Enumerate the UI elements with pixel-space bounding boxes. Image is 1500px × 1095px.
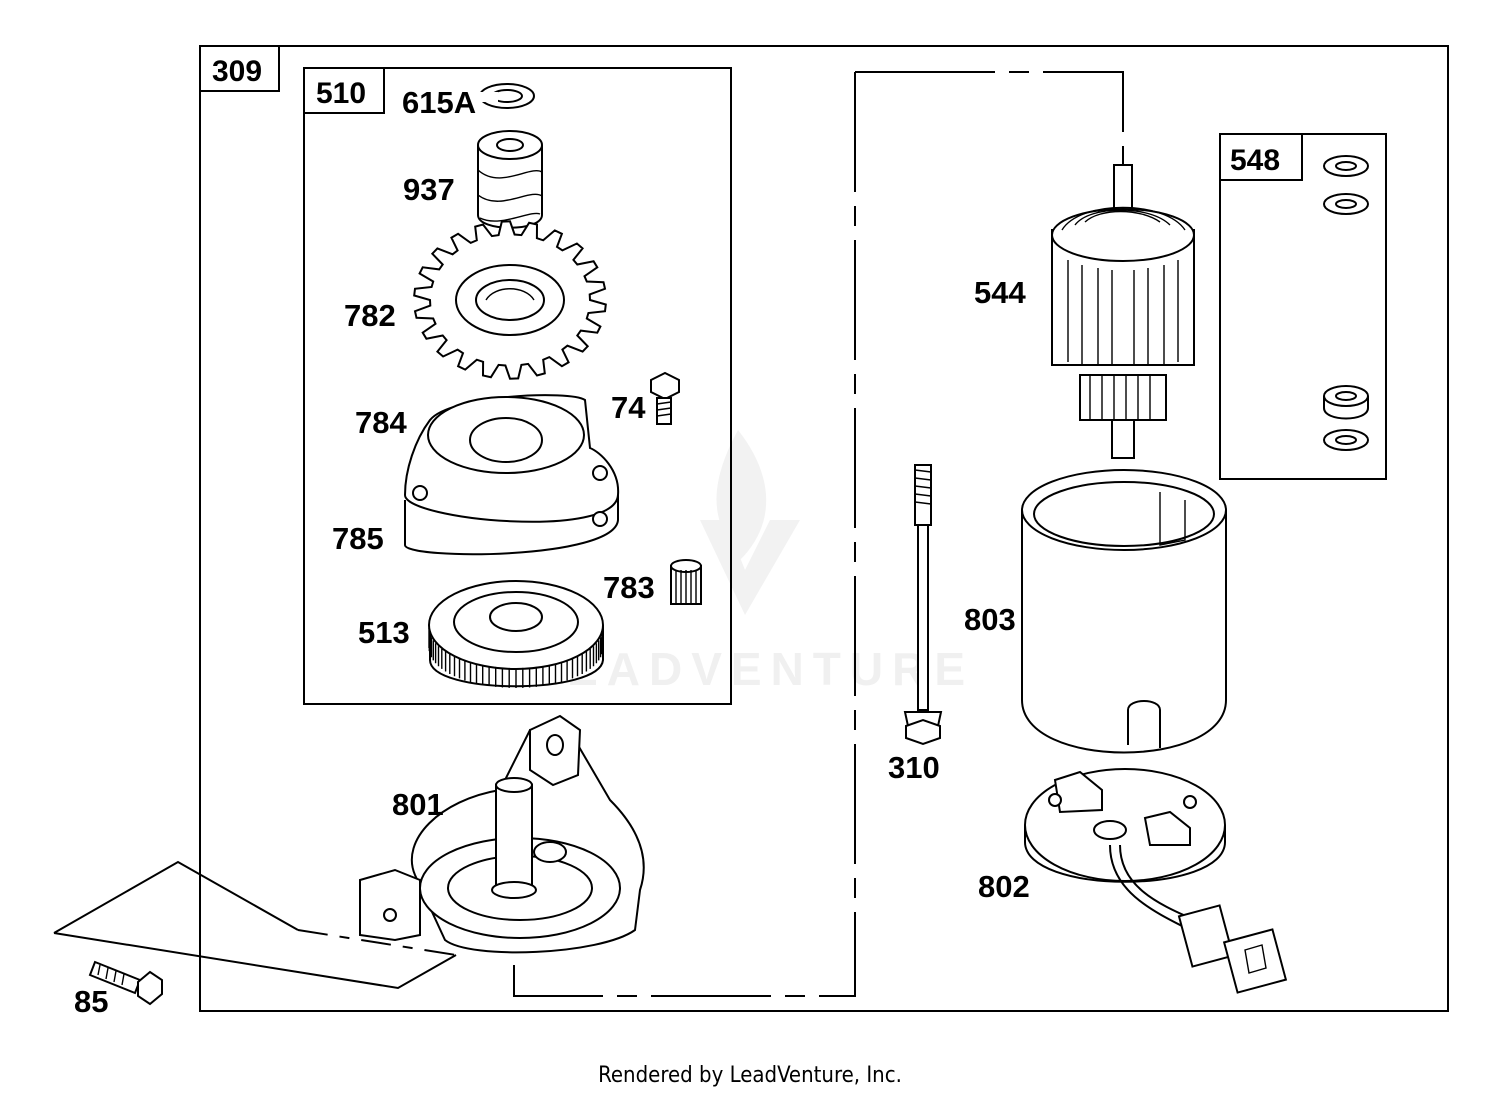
screw-part [650,371,680,425]
retaining-ring-part [478,83,535,109]
through-bolt-part [903,464,943,746]
label-513: 513 [358,615,410,650]
housing-part [403,394,620,556]
washer-kit-tag [1219,133,1303,181]
washer-set-part [1323,155,1369,451]
drive-housing-part [359,714,645,954]
watermark: LEADVENTURE [530,430,965,695]
label-74: 74 [611,390,646,425]
ring-gear-part [428,580,604,688]
label-615a: 615A [402,85,476,120]
brush-plate-part [1024,768,1288,994]
field-housing-part [1021,469,1227,754]
footer-credit: Rendered by LeadVenture, Inc. [598,1063,902,1088]
label-785: 785 [332,521,384,556]
label-784: 784 [355,405,407,440]
small-gear-part [670,559,702,605]
label-544: 544 [974,275,1026,310]
label-937: 937 [403,172,455,207]
gear-kit-frame [303,67,732,705]
pinion-gear-part [413,220,607,380]
label-783: 783 [603,570,655,605]
spring-part [477,130,543,229]
gear-kit-label: 510 [316,77,366,110]
main-frame [199,45,1449,1012]
main-frame-label: 309 [212,55,262,88]
label-85: 85 [74,984,108,1019]
main-frame-tag [199,45,280,92]
label-782: 782 [344,298,396,333]
washer-kit-frame [1219,133,1387,480]
armature-part [1051,164,1195,459]
label-802: 802 [978,869,1030,904]
label-803: 803 [964,602,1016,637]
gear-kit-tag [303,67,385,114]
connector-lines [53,71,1124,997]
washer-kit-label: 548 [1230,144,1280,177]
label-310: 310 [888,750,940,785]
label-801: 801 [392,787,444,822]
bolt-part [88,960,163,1006]
